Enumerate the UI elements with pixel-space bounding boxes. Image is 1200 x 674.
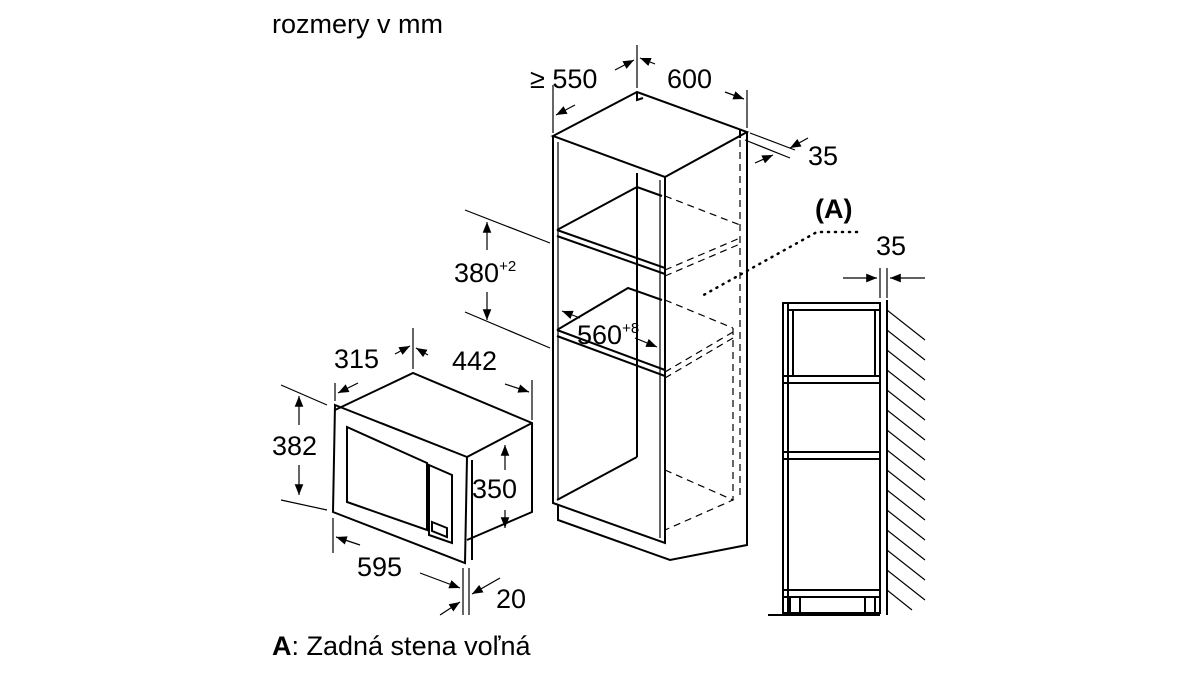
niche-width-label: 560+8 — [577, 320, 639, 350]
side-view: 35 — [768, 231, 926, 616]
wall-gap-label: 35 — [876, 231, 906, 261]
dim-arrow-depth — [614, 59, 635, 71]
cabinet-top-gap-label: 35 — [808, 141, 838, 171]
dim-arrow-width — [639, 57, 656, 67]
dim-arrow-depth — [555, 104, 576, 116]
microwave-body-height-label: 350 — [472, 474, 517, 504]
diagram-title: rozmery v mm — [272, 9, 443, 39]
tall-cabinet — [550, 90, 750, 562]
microwave-front-height-label: 382 — [272, 431, 317, 461]
cabinet-dimensions: ≥ 550 600 35 380+2 560+8 (A) — [454, 45, 859, 350]
dim-arrow-width — [724, 91, 745, 100]
microwave-body-width-label: 442 — [452, 346, 497, 376]
microwave-front-width-label: 595 — [357, 552, 402, 582]
niche-height-label: 380+2 — [454, 258, 516, 288]
marker-a-label: (A) — [815, 194, 852, 224]
microwave-depth-label: 315 — [334, 344, 379, 374]
microwave — [331, 371, 533, 565]
cabinet-width-label: 600 — [667, 64, 712, 94]
microwave-dimensions: 315 442 382 350 595 20 — [272, 328, 533, 616]
microwave-front-thickness-label: 20 — [496, 584, 526, 614]
marker-a-leader — [698, 230, 859, 299]
cabinet-depth-label: ≥ 550 — [530, 64, 597, 94]
legend-note: A: Zadná stena voľná — [272, 631, 532, 661]
